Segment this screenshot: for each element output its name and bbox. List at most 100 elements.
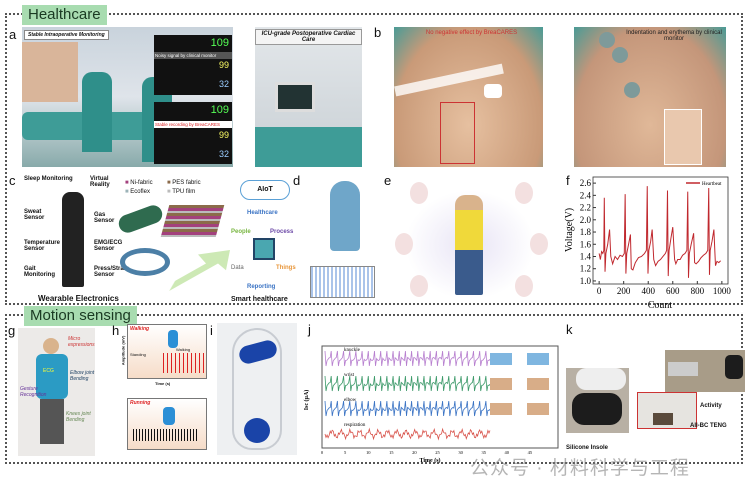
x-tick-label: 30 xyxy=(458,450,463,455)
breacares-device xyxy=(484,84,502,98)
monitor-stable: 109 99 32 Stable recording by BreaCARES xyxy=(154,102,232,164)
jacket xyxy=(36,354,68,399)
x-tick-label: 20 xyxy=(412,450,417,455)
legend-ecoflex: Ecoflex xyxy=(130,189,150,195)
panel-label-h: h xyxy=(112,323,120,338)
walking-person-icon xyxy=(168,330,178,348)
heel-pad xyxy=(244,418,270,443)
person-figure xyxy=(62,192,84,287)
running-title: Running xyxy=(130,400,151,406)
aiot-cloud: AIoT xyxy=(240,180,290,200)
zoom-box xyxy=(440,102,475,164)
sock xyxy=(576,368,626,390)
item-gas: Gas Sensor xyxy=(94,212,115,224)
wearable-electronics-diagram: Sleep Monitoring Virtual Reality Sweat S… xyxy=(22,174,130,299)
section-label-healthcare: Healthcare xyxy=(22,5,107,25)
x-tick-label: 1000 xyxy=(713,286,732,296)
gesture-photo xyxy=(490,378,512,390)
label-teng: All-BC TENG xyxy=(690,423,727,429)
noisy-caption: Noisy signal by clinical monitor xyxy=(154,52,232,59)
x-tick-label: 200 xyxy=(617,286,631,296)
y-tick-label: 2.6 xyxy=(580,178,592,188)
cycle-healthcare: Healthcare xyxy=(247,210,278,216)
trace-label-wrist: wrist xyxy=(344,373,355,378)
panel-label-e: e xyxy=(384,173,392,188)
y-axis-label: Voltage(V) xyxy=(564,208,575,252)
healthcare-frame xyxy=(5,13,743,305)
walking-plot: Walking Standing Walking xyxy=(127,324,207,379)
y-tick-label: 1.2 xyxy=(580,264,591,274)
trace-wrist xyxy=(324,375,491,392)
legend-label: Heartbeat xyxy=(702,182,722,187)
legend-pes: PES fabric xyxy=(172,180,201,186)
chest-clinical-monitor-image: Indentation and erythema by clinical mon… xyxy=(574,27,726,167)
walking-title: Walking xyxy=(130,326,150,332)
y-axis-label: Amplitude (mV) xyxy=(120,335,126,366)
band-device xyxy=(120,248,170,276)
hr-value: 109 xyxy=(210,37,229,49)
cycle-people: People xyxy=(231,229,251,235)
title-icu: ICU-grade Postoperative Cardiac Care xyxy=(255,29,362,45)
activity-photo xyxy=(665,350,745,392)
caption-indentation: Indentation and erythema by clinical mon… xyxy=(626,30,722,42)
legs xyxy=(40,399,64,444)
pose-icon xyxy=(410,182,428,204)
walking-signal xyxy=(163,353,205,373)
person-figure xyxy=(455,195,483,295)
running-signal xyxy=(133,429,198,441)
caption-wearable: Wearable Electronics xyxy=(38,294,119,303)
chest-breacares-image: No negative effect by BreaCARES xyxy=(394,27,543,167)
x-axis-label: Time (s) xyxy=(155,381,171,386)
instrument xyxy=(668,362,698,376)
title-stable-monitoring: Stable Intraoperative Monitoring xyxy=(24,30,109,40)
watermark: 公众号 · 材料科学与工程 xyxy=(470,458,690,479)
icu-image: ICU-grade Postoperative Cardiac Care xyxy=(255,27,362,167)
panel-label-f: f xyxy=(566,173,570,188)
insole-photo xyxy=(217,323,297,455)
label-insole: Silicone Insole xyxy=(566,445,609,451)
patient-chest-inset xyxy=(22,42,78,102)
pose-icon xyxy=(530,233,548,255)
x-tick-label: 600 xyxy=(666,286,680,296)
hr-value: 109 xyxy=(210,104,229,116)
label-elbow: Elbow joint Bending xyxy=(70,370,95,382)
panel-label-k: k xyxy=(566,322,573,337)
y-axis-label: Isc (μA) xyxy=(303,390,310,411)
electrode xyxy=(624,82,640,98)
item-sweat: Sweat Sensor xyxy=(24,209,45,221)
x-tick-label: 40 xyxy=(505,450,510,455)
gesture-photo xyxy=(527,403,549,415)
panel-label-g: g xyxy=(8,323,16,338)
panel-label-d: d xyxy=(293,173,301,188)
y-tick-label: 2.2 xyxy=(580,203,591,213)
item-vr: Virtual Reality xyxy=(90,176,110,188)
y-tick-label: 1.8 xyxy=(580,227,592,237)
panel-label-c: c xyxy=(9,173,16,188)
surgeon-figure xyxy=(82,72,112,152)
monitor-noisy: 109 99 32 Noisy signal by clinical monit… xyxy=(154,35,232,95)
gesture-photo xyxy=(527,353,549,365)
label-ecg: ECG xyxy=(43,368,54,374)
panel-label-i: i xyxy=(210,323,213,338)
x-tick-label: 15 xyxy=(389,450,394,455)
y-tick-label: 1.4 xyxy=(580,251,592,261)
plot-frame xyxy=(592,176,729,285)
layer-stack xyxy=(160,205,225,237)
runner-sketch-image: Micro expressions ECG Elbow joint Bendin… xyxy=(18,328,95,456)
electrode xyxy=(612,47,628,63)
x-tick-label: 800 xyxy=(691,286,705,296)
trace-label-knuckle: knuckle xyxy=(344,348,361,353)
trace-elbow xyxy=(324,400,491,417)
x-tick-label: 5 xyxy=(344,450,347,455)
item-temperature: Temperature Sensor xyxy=(24,240,60,252)
item-press: Press/Strain Sensor xyxy=(94,266,130,278)
legend-tpu: TPU film xyxy=(172,189,196,195)
head xyxy=(43,338,59,354)
electrode xyxy=(599,32,615,48)
x-axis-label: Count xyxy=(648,300,673,310)
teng-device xyxy=(653,413,673,425)
erythema-inset xyxy=(664,109,702,165)
caption-smart-healthcare: Smart healthcare xyxy=(231,296,288,303)
x-tick-label: 10 xyxy=(366,450,371,455)
